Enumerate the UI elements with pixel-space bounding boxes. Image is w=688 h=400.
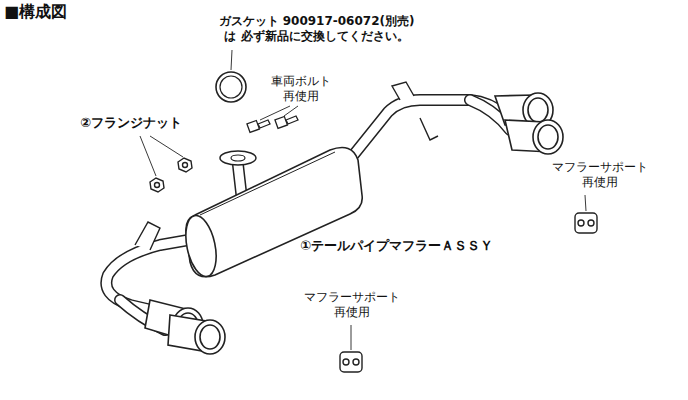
part-name: ①テールパイプマフラーＡＳＳＹ	[300, 238, 493, 254]
diagram-title: ■構成図	[4, 2, 67, 22]
part-label: マフラーサポート 再使用	[300, 290, 404, 320]
part-label: マフラーサポート 再使用	[548, 160, 652, 190]
part-name: ②フランジナット	[80, 115, 182, 131]
part-label: 車両ボルト 再使用	[268, 74, 334, 104]
note-text: ガスケット 900917-06072(別売)は 必ず新品に交換してください。	[214, 14, 419, 44]
